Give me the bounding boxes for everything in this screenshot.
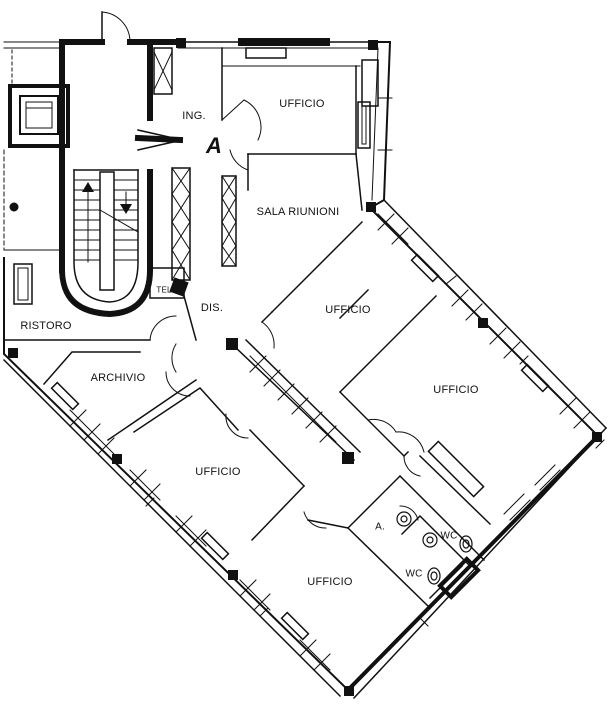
room-label-sala-riunioni: SALA RIUNIONI bbox=[256, 206, 340, 218]
exterior-wall-bottom-right bbox=[344, 426, 608, 700]
exterior-wall-bottom-left bbox=[2, 257, 350, 698]
room-label-dis: DIS. bbox=[200, 302, 224, 314]
exterior-wall-right bbox=[366, 198, 608, 442]
room-label-ufficio-5: UFFICIO bbox=[307, 576, 353, 588]
interior-partitions bbox=[3, 220, 492, 610]
room-label-ing: ING. bbox=[182, 110, 206, 122]
stair-elevator-block bbox=[3, 39, 153, 318]
wall-ticks bbox=[7, 41, 605, 627]
top-right-walls bbox=[176, 38, 392, 267]
room-label-ufficio-1: UFFICIO bbox=[279, 98, 325, 110]
sanitary-fixtures bbox=[396, 511, 473, 585]
room-label-wc-1: WC bbox=[440, 530, 458, 542]
door-swings bbox=[149, 315, 425, 529]
stair-treads bbox=[73, 179, 139, 263]
room-label-archivio: ARCHIVIO bbox=[90, 372, 146, 384]
room-label-ufficio-4: UFFICIO bbox=[195, 466, 241, 478]
corridor-walls bbox=[134, 39, 191, 299]
room-label-wc-2: WC bbox=[405, 568, 423, 580]
room-label-antibagno: A. bbox=[375, 521, 385, 533]
label-tel: TEL bbox=[156, 285, 172, 295]
room-label-ufficio-2: UFFICIO bbox=[325, 304, 371, 316]
room-label-ufficio-3: UFFICIO bbox=[433, 384, 479, 396]
room-label-ristoro: RISTORO bbox=[20, 320, 72, 332]
entrance-marker: A bbox=[206, 133, 222, 158]
